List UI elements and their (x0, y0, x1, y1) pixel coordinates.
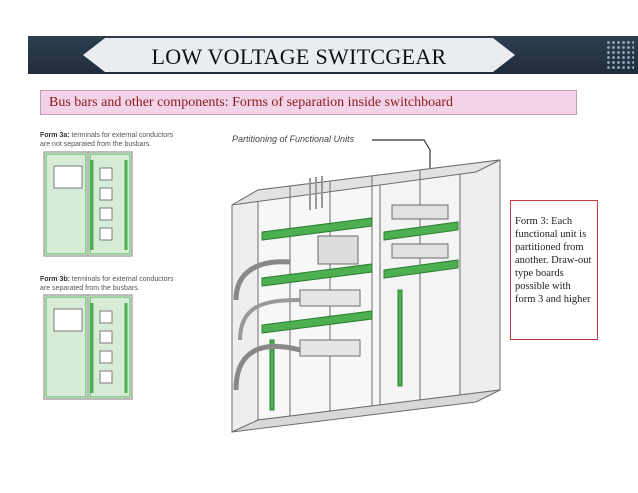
form3b-diagram (43, 294, 133, 400)
form3a-text-line2: are not separated from the busbars. (40, 141, 152, 148)
subtitle-box: Bus bars and other components: Forms of … (40, 90, 577, 115)
switchboard-illustration (231, 159, 501, 433)
page-title: LOW VOLTAGE SWITCGEAR (151, 44, 447, 69)
form3a-diagram (43, 151, 133, 257)
form3-note: Form 3: Each functional unit is partitio… (510, 200, 598, 340)
form3a-caption: Form 3a: terminals for external conducto… (40, 131, 173, 149)
title-pill: LOW VOLTAGE SWITCGEAR (83, 38, 515, 72)
dot-pattern-decoration (606, 40, 634, 70)
form3b-text-line2: are separated from the busbars. (40, 285, 140, 292)
form3a-text-line1: terminals for external conductors (71, 132, 174, 139)
form3b-label: Form 3b: (40, 276, 70, 283)
form3a-label: Form 3a: (40, 132, 70, 139)
form3b-text-line1: terminals for external conductors (71, 276, 174, 283)
partition-label: Partitioning of Functional Units (232, 134, 355, 144)
title-bar: LOW VOLTAGE SWITCGEAR (28, 36, 638, 74)
form3b-caption: Form 3b: terminals for external conducto… (40, 275, 173, 293)
subtitle: Bus bars and other components: Forms of … (49, 95, 453, 110)
